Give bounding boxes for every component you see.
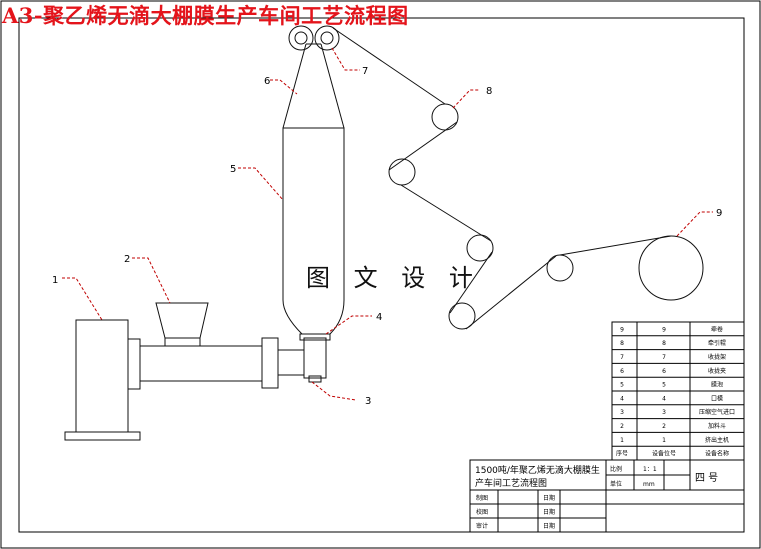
guide-roll-4	[448, 302, 476, 330]
table-cell-name: 压缩空气进口	[699, 408, 735, 416]
die-head	[303, 337, 327, 379]
table-cell-no: 7	[620, 354, 624, 361]
table-cell-no: 3	[620, 409, 624, 416]
table-cell-name: 加料斗	[708, 422, 726, 430]
table-cell-code: 7	[662, 354, 666, 361]
drawing-title-line1: 1500吨/年聚乙烯无滴大棚膜生	[475, 464, 600, 476]
guide-roll-5	[546, 254, 574, 282]
table-cell-no: 5	[620, 382, 624, 389]
table-cell-no: 4	[620, 395, 624, 402]
guide-roll-2	[388, 158, 416, 186]
table-cell-no: 8	[620, 340, 624, 347]
guide-roll-3	[466, 234, 494, 262]
table-cell-name: 牵引辊	[708, 339, 726, 347]
table-cell-code: 5	[662, 382, 666, 389]
sign-date-2: 日期	[543, 508, 555, 516]
table-cell-no: 序号	[616, 450, 628, 458]
label-8: 8	[486, 86, 492, 97]
table-cell-no: 2	[620, 423, 624, 430]
equipment-drawing	[64, 25, 704, 441]
hopper	[155, 302, 209, 339]
extruder-flange	[127, 338, 141, 390]
leader-lines	[62, 47, 713, 401]
table-cell-code: 2	[662, 423, 666, 430]
table-cell-name: 膜泡	[711, 381, 723, 389]
sign-date-3: 日期	[543, 522, 555, 530]
table-cell-name: 收拢架	[708, 353, 726, 361]
table-cell-code: 8	[662, 340, 666, 347]
sign-role-2: 校图	[476, 508, 488, 516]
table-cell-no: 1	[620, 437, 624, 444]
die-top	[299, 333, 331, 341]
nip-roll-right	[314, 25, 340, 51]
extruder-motor	[75, 319, 129, 433]
label-2: 2	[124, 254, 130, 265]
table-cell-no: 6	[620, 368, 624, 375]
label-4: 4	[376, 312, 382, 323]
winder-roll	[638, 235, 704, 301]
table-cell-name: 口模	[711, 394, 723, 402]
table-cell-name: 牵卷	[711, 325, 723, 333]
table-cell-code: 4	[662, 395, 666, 402]
title-block-text: 1500吨/年聚乙烯无滴大棚膜生 产车间工艺流程图 比例 1：1 单位 mm 四…	[475, 464, 718, 530]
table-cell-name: 挤出主机	[705, 436, 729, 444]
label-9: 9	[716, 208, 722, 219]
unit-label: 单位	[610, 480, 622, 488]
sign-role-1: 制图	[476, 494, 488, 502]
sheet-number: 四 号	[695, 472, 718, 484]
barrel-flange	[261, 337, 279, 389]
drawing-title-line2: 产车间工艺流程图	[475, 477, 547, 489]
leader-labels: 1 2 3 4 5 6 7 8 9	[52, 66, 722, 407]
unit-value: mm	[643, 481, 655, 488]
inner-frame	[18, 17, 745, 533]
table-cell-code: 3	[662, 409, 666, 416]
air-inlet	[308, 375, 322, 383]
equipment-table-rows: 9 9 牵卷 8 8 牵引辊 7 7 收拢架 6 6 收拢夹 5 5 膜泡 4 4 口模 3 3 压缩空气进口 2 2 加料斗…	[612, 325, 744, 458]
collapse-frame-right	[320, 43, 345, 129]
table-cell-name: 设备名称	[705, 450, 729, 458]
hopper-neck	[164, 337, 201, 347]
table-cell-name: 收拢夹	[708, 367, 726, 375]
label-6: 6	[264, 76, 270, 87]
label-5: 5	[230, 164, 236, 175]
label-3: 3	[365, 396, 371, 407]
sign-date-1: 日期	[543, 494, 555, 502]
barrel-head	[277, 349, 305, 376]
scale-value: 1：1	[643, 466, 657, 473]
label-7: 7	[362, 66, 368, 77]
title-block	[469, 459, 745, 533]
table-cell-code: 9	[662, 326, 666, 333]
table-cell-code: 设备位号	[652, 450, 676, 458]
watermark-text: 图 文 设 计	[306, 264, 481, 292]
drawing-banner-title: A3-聚乙烯无滴大棚膜生产车间工艺流程图	[2, 3, 409, 28]
guide-roll-1	[431, 103, 459, 131]
table-cell-no: 9	[620, 326, 624, 333]
collapse-frame-left	[282, 43, 307, 129]
table-cell-code: 6	[662, 368, 666, 375]
nip-roll-left	[288, 25, 314, 51]
extruder-base	[64, 431, 141, 441]
sign-role-3: 审计	[476, 522, 488, 530]
table-cell-code: 1	[662, 437, 666, 444]
film-bubble	[282, 127, 345, 335]
label-1: 1	[52, 275, 58, 286]
extruder-barrel	[139, 345, 263, 382]
scale-label: 比例	[610, 465, 622, 473]
